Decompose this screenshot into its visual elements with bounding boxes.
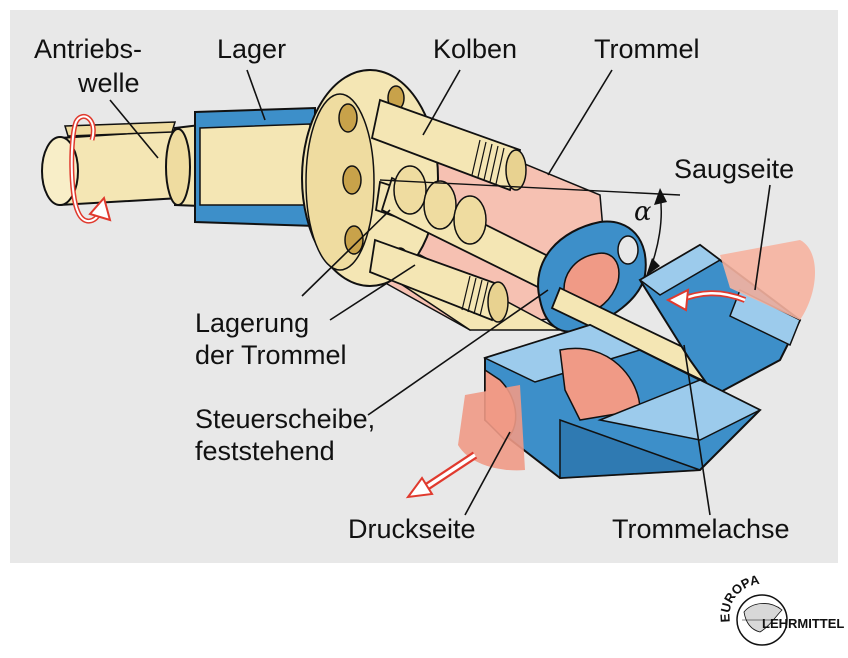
angle-indicator [379, 179, 681, 276]
leader-lines [109, 69, 771, 516]
label-antriebswelle-line2: welle [77, 68, 140, 98]
label-lagerung-line1: Lagerung [195, 308, 309, 338]
label-trommelachse: Trommelachse [612, 514, 790, 544]
pressure-flow [458, 385, 525, 471]
label-steuerscheibe-line2: feststehend [195, 436, 335, 466]
rotation-arrow [69, 114, 112, 224]
label-antriebswelle-line1: Antriebs- [34, 34, 142, 64]
label-kolben: Kolben [433, 34, 517, 64]
label-steuerscheibe-line1: Steuerscheibe, [195, 404, 375, 434]
suction-arrow [665, 288, 747, 312]
label-lagerung-line2: der Trommel [195, 340, 347, 370]
logo-text-lehrmittel: LEHRMITTEL [762, 616, 844, 631]
valve-block [482, 243, 802, 480]
label-trommel: Trommel [594, 34, 700, 64]
bearing-housing [194, 106, 316, 228]
label-lager: Lager [217, 34, 286, 64]
pressure-arrow [405, 451, 478, 499]
europa-lehrmittel-logo: EUROPA LEHRMITTEL [717, 572, 844, 646]
label-druckseite: Druckseite [348, 514, 476, 544]
label-saugseite: Saugseite [674, 154, 794, 184]
angle-alpha-label: α [634, 197, 652, 227]
drum-bearing [380, 165, 562, 294]
suction-flow [720, 240, 815, 320]
